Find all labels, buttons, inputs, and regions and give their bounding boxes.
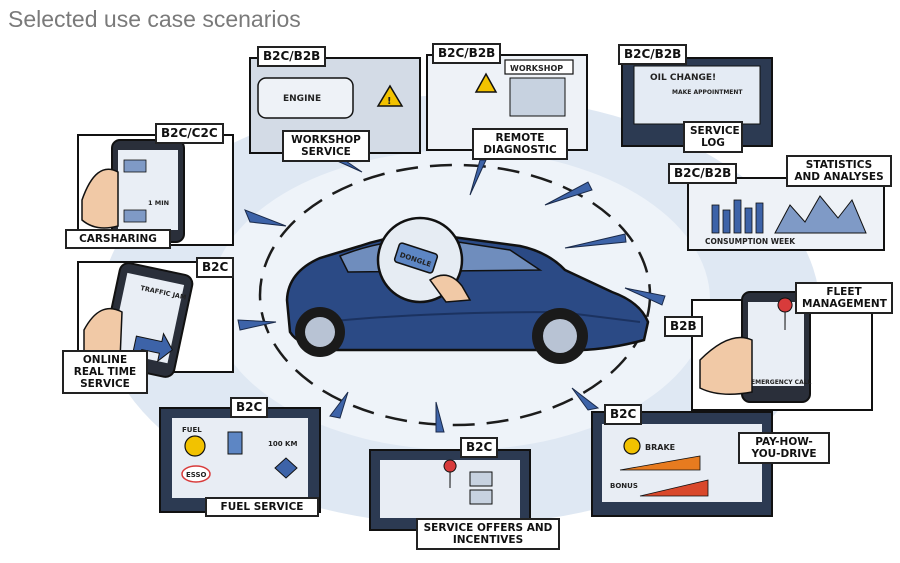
panel-carsharing: 1 MIN	[77, 134, 234, 246]
arrow-to-carsharing	[244, 209, 287, 227]
label-statistics: STATISTICS AND ANALYSES	[786, 155, 892, 187]
service-log-detail: OIL CHANGE!	[650, 73, 716, 83]
fuel-detail: FUEL	[182, 426, 202, 434]
remote-warning-icon	[474, 72, 498, 93]
label-fuel: FUEL SERVICE	[205, 497, 319, 517]
service-log-detail2: MAKE APPOINTMENT	[672, 89, 743, 96]
page-title: Selected use case scenarios	[8, 6, 301, 32]
panel-fleet: EMERGENCY CALL	[691, 291, 873, 411]
arrow-to-service-offers	[435, 401, 445, 433]
panel-pay-how: BRAKE BONUS	[591, 411, 773, 517]
offer-pin-icon	[443, 459, 457, 489]
fuel-gauge-icon	[184, 435, 206, 457]
panel-service-offers	[369, 449, 531, 531]
pay-how-detail2: BONUS	[610, 482, 638, 490]
label-service-offers: SERVICE OFFERS AND INCENTIVES	[416, 518, 560, 550]
tag-realtime: B2C	[196, 257, 235, 278]
center-car: DONGLE	[285, 216, 650, 364]
tag-fuel: B2C	[230, 397, 269, 418]
label-fleet: FLEET MANAGEMENT	[795, 282, 893, 314]
fleet-detail: EMERGENCY CALL	[751, 379, 812, 386]
tag-service-offers: B2C	[460, 437, 499, 458]
arrow-to-service-log	[544, 181, 593, 206]
tag-remote: B2C/B2B	[432, 43, 502, 64]
tag-service-log: B2C/B2B	[618, 44, 688, 65]
label-workshop: WORKSHOP SERVICE	[282, 130, 370, 162]
workshop-detail: ENGINE	[283, 94, 321, 104]
arrow-to-realtime	[237, 319, 277, 331]
arrow-to-pay-how	[571, 387, 600, 411]
arrow-to-fuel	[329, 391, 349, 419]
panel-workshop: ENGINE !	[249, 57, 421, 154]
label-service-log: SERVICE LOG	[683, 121, 743, 153]
warning-icon	[376, 84, 404, 107]
fuel-detail2: ESSO	[186, 471, 207, 479]
fuel-detail3: 100 KM	[268, 440, 297, 448]
tag-carsharing: B2C/C2C	[155, 123, 224, 144]
pay-how-detail: BRAKE	[645, 443, 675, 452]
label-realtime: ONLINE REAL TIME SERVICE	[62, 350, 148, 394]
tag-statistics: B2C/B2B	[668, 163, 738, 184]
arrow-to-fleet	[624, 287, 666, 306]
panel-statistics: CONSUMPTION WEEK	[687, 177, 885, 251]
label-remote: REMOTE DIAGNOSTIC	[472, 128, 568, 160]
carsharing-detail: 1 MIN	[148, 199, 169, 207]
remote-detail: WORKSHOP	[510, 64, 563, 73]
tag-pay-how: B2C	[604, 404, 643, 425]
map-pin-icon	[777, 297, 793, 331]
tag-fleet: B2B	[664, 316, 703, 337]
svg-text:!: !	[387, 96, 392, 107]
label-carsharing: CARSHARING	[65, 229, 171, 249]
brake-icon	[623, 437, 641, 455]
arrow-to-remote	[469, 159, 487, 196]
panel-fuel: FUEL 100 KM ESSO	[159, 407, 321, 513]
label-pay-how: PAY-HOW-YOU-DRIVE	[738, 432, 830, 464]
arrow-to-statistics	[564, 233, 627, 249]
tag-workshop: B2C/B2B	[257, 46, 327, 67]
statistics-detail: CONSUMPTION WEEK	[705, 237, 796, 246]
